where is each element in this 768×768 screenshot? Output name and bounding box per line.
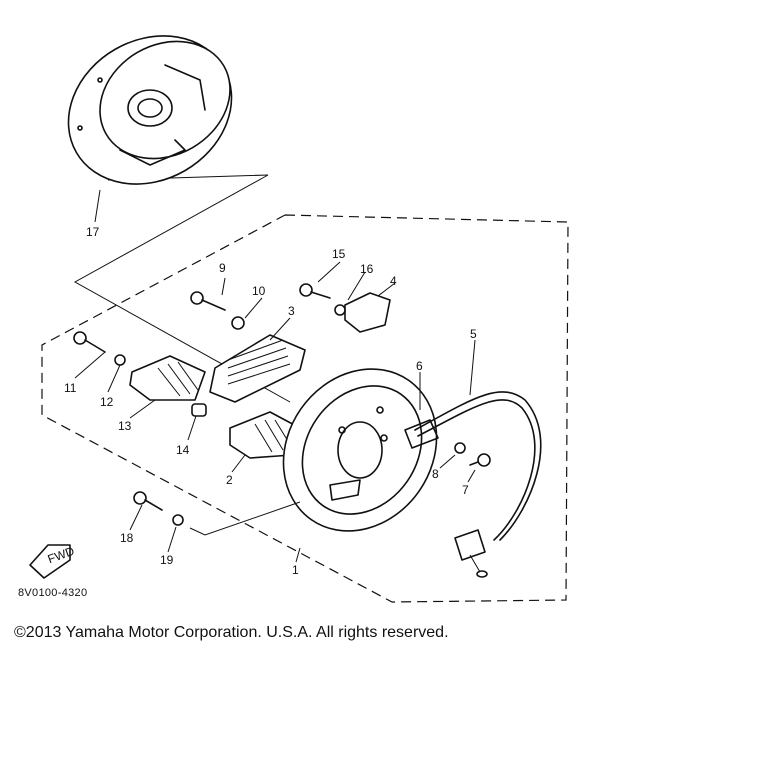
part-number-7: 7	[462, 483, 469, 497]
rectifier-part	[209, 334, 306, 403]
part-number-6: 6	[416, 359, 423, 373]
exploded-parts-diagram: 17 9 10 15 16 4 3 5 6 11 12 13 14 2 8 7 …	[18, 35, 569, 603]
collar-part-14	[191, 403, 207, 417]
washer-12	[114, 354, 126, 366]
part-number-9: 9	[219, 261, 226, 275]
washer-8	[454, 442, 466, 454]
part-number-16: 16	[360, 262, 374, 276]
part-number-4: 4	[390, 274, 397, 288]
part-number-19: 19	[160, 553, 174, 567]
part-number-labels: 17 9 10 15 16 4 3 5 6 11 12 13 14 2 8 7 …	[64, 225, 477, 577]
part-number-17: 17	[86, 225, 100, 239]
wire-harness	[404, 391, 542, 578]
washer-16	[334, 304, 346, 316]
bracket-part-4	[344, 292, 391, 333]
part-number-12: 12	[100, 395, 114, 409]
flywheel-rotor	[67, 35, 233, 185]
stator-base-plate	[282, 368, 438, 532]
part-number-2: 2	[226, 473, 233, 487]
part-number-5: 5	[470, 327, 477, 341]
part-leader-lines	[74, 189, 476, 563]
screw-18	[133, 491, 163, 511]
reference-code: 8V0100-4320	[18, 587, 87, 599]
part-number-13: 13	[118, 419, 132, 433]
part-number-14: 14	[176, 443, 190, 457]
coil-13	[129, 355, 206, 401]
part-number-3: 3	[288, 304, 295, 318]
assembly-boundary	[41, 214, 569, 603]
coil-2	[229, 411, 301, 459]
part-number-10: 10	[252, 284, 266, 298]
part-number-18: 18	[120, 531, 134, 545]
nut-10	[231, 316, 245, 330]
part-number-8: 8	[432, 467, 439, 481]
fwd-arrow-icon: FWD	[29, 544, 77, 579]
part-number-15: 15	[332, 247, 346, 261]
screw-7	[469, 453, 491, 467]
part-number-1: 1	[292, 563, 299, 577]
screw-9	[190, 291, 226, 311]
copyright-notice: ©2013 Yamaha Motor Corporation. U.S.A. A…	[14, 624, 449, 641]
screw-15	[299, 283, 331, 299]
part-number-11: 11	[64, 381, 77, 395]
flywheel-leader-lines	[73, 174, 291, 403]
washer-19	[172, 514, 184, 526]
screw-11	[73, 331, 106, 353]
